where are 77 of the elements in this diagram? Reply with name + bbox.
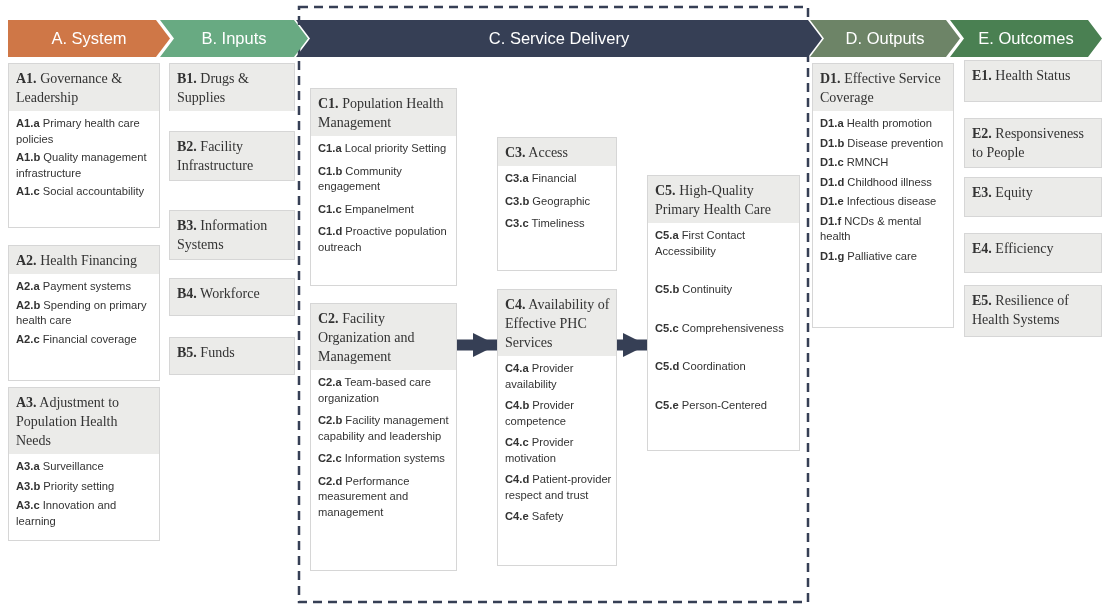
component-card xyxy=(310,303,457,571)
sub-item: C2.d Performance measurement and management xyxy=(318,473,411,520)
component-heading: A1. Governance & Leadership xyxy=(9,64,159,111)
component-heading: D1. Effective Service Coverage xyxy=(813,64,953,111)
component-heading: E4. Efficiency xyxy=(965,234,1101,272)
sub-item: A1.c Social accountability xyxy=(16,184,146,199)
sub-item: C3.c Timeliness xyxy=(505,216,586,231)
component-heading: C3. Access xyxy=(498,138,616,166)
stage-title: A. System xyxy=(51,29,127,48)
sub-item: C4.a Provider availability xyxy=(505,361,575,392)
sub-item: C2.c Information systems xyxy=(318,451,446,466)
sub-item: C5.c Comprehensiveness xyxy=(655,320,785,336)
sub-item: A3.a Surveillance xyxy=(16,459,105,474)
component-card xyxy=(497,289,617,566)
component-heading: E2. Responsiveness to People xyxy=(965,119,1101,167)
sub-item: C2.b Facility management capability and leadership xyxy=(318,413,450,444)
sub-item: C2.a Team-based care organization xyxy=(318,375,432,406)
sub-item: C4.b Provider competence xyxy=(505,398,576,429)
sub-item: D1.e Infectious disease xyxy=(820,194,938,209)
sub-item: C1.b Community engagement xyxy=(318,163,403,194)
component-card xyxy=(497,137,617,271)
component-heading: B1. Drugs & Supplies xyxy=(170,64,294,111)
sub-item: C5.a First Contact Accessibility xyxy=(655,228,747,259)
stage-title: E. Outcomes xyxy=(978,29,1074,48)
component-heading: E5. Resilience of Health Systems xyxy=(965,286,1101,336)
sub-item: C1.a Local priority Setting xyxy=(318,141,448,156)
sub-item: C3.a Financial xyxy=(505,171,578,186)
stage-banner xyxy=(160,20,308,57)
component-heading: B4. Workforce xyxy=(170,279,294,315)
sub-item: D1.b Disease prevention xyxy=(820,135,945,151)
sub-item: C5.b Continuity xyxy=(655,282,734,297)
component-card xyxy=(812,63,954,328)
block-arrow xyxy=(457,332,497,358)
sub-item: C4.e Safety xyxy=(505,509,565,524)
stage-banner xyxy=(296,20,822,57)
sub-item: A2.a Payment systems xyxy=(16,279,133,294)
sub-item: C5.d Coordination xyxy=(655,359,747,374)
component-heading: C2. Facility Organization and Management xyxy=(311,304,456,370)
sub-item: A3.c Innovation and learning xyxy=(16,498,118,529)
component-card xyxy=(310,88,457,286)
sub-item: D1.f NCDs & mental health xyxy=(820,213,923,244)
stage-banner xyxy=(950,20,1102,57)
sub-item: C1.d Proactive population outreach xyxy=(318,224,448,255)
sub-item: D1.a Health promotion xyxy=(820,116,933,131)
sub-item: C4.d Patient-provider respect and trust xyxy=(505,472,612,503)
component-card xyxy=(647,175,800,451)
sub-item: A1.a Primary health care policies xyxy=(16,116,141,147)
component-heading: A2. Health Financing xyxy=(9,246,159,274)
stage-title: C. Service Delivery xyxy=(488,29,630,48)
sub-item: D1.d Childhood illness xyxy=(820,174,933,190)
component-heading: B5. Funds xyxy=(170,338,294,374)
component-heading: E1. Health Status xyxy=(965,61,1101,101)
component-heading: B2. Facility Infrastructure xyxy=(170,132,294,180)
component-heading: C5. High-Quality Primary Health Care xyxy=(648,176,799,223)
component-card xyxy=(8,387,160,541)
stage-banner xyxy=(8,20,170,57)
sub-item: A3.b Priority setting xyxy=(16,478,116,494)
sub-item: C3.b Geographic xyxy=(505,193,592,209)
component-heading: C1. Population Health Management xyxy=(311,89,456,136)
component-card xyxy=(8,245,160,381)
sub-item: A2.c Financial coverage xyxy=(16,331,138,347)
stage-banner xyxy=(810,20,960,57)
sub-item: C1.c Empanelment xyxy=(318,201,415,217)
sub-item: D1.c RMNCH xyxy=(820,155,890,170)
sub-item: A1.b Quality management infrastructure xyxy=(16,150,148,181)
component-heading: A3. Adjustment to Population Health Needs xyxy=(9,388,159,454)
sub-item: D1.g Palliative care xyxy=(820,248,918,264)
sub-item: A2.b Spending on primary health care xyxy=(16,297,148,328)
stage-title: D. Outputs xyxy=(845,29,925,48)
stage-title: B. Inputs xyxy=(201,29,267,48)
block-arrow xyxy=(617,332,647,358)
sub-item: C4.c Provider motivation xyxy=(505,435,575,466)
sub-item: C5.e Person-Centered xyxy=(655,397,768,413)
component-card xyxy=(8,63,160,228)
component-heading: B3. Information Systems xyxy=(170,211,294,259)
component-heading: E3. Equity xyxy=(965,178,1101,216)
component-heading: C4. Availability of Effective PHC Services xyxy=(498,290,616,356)
